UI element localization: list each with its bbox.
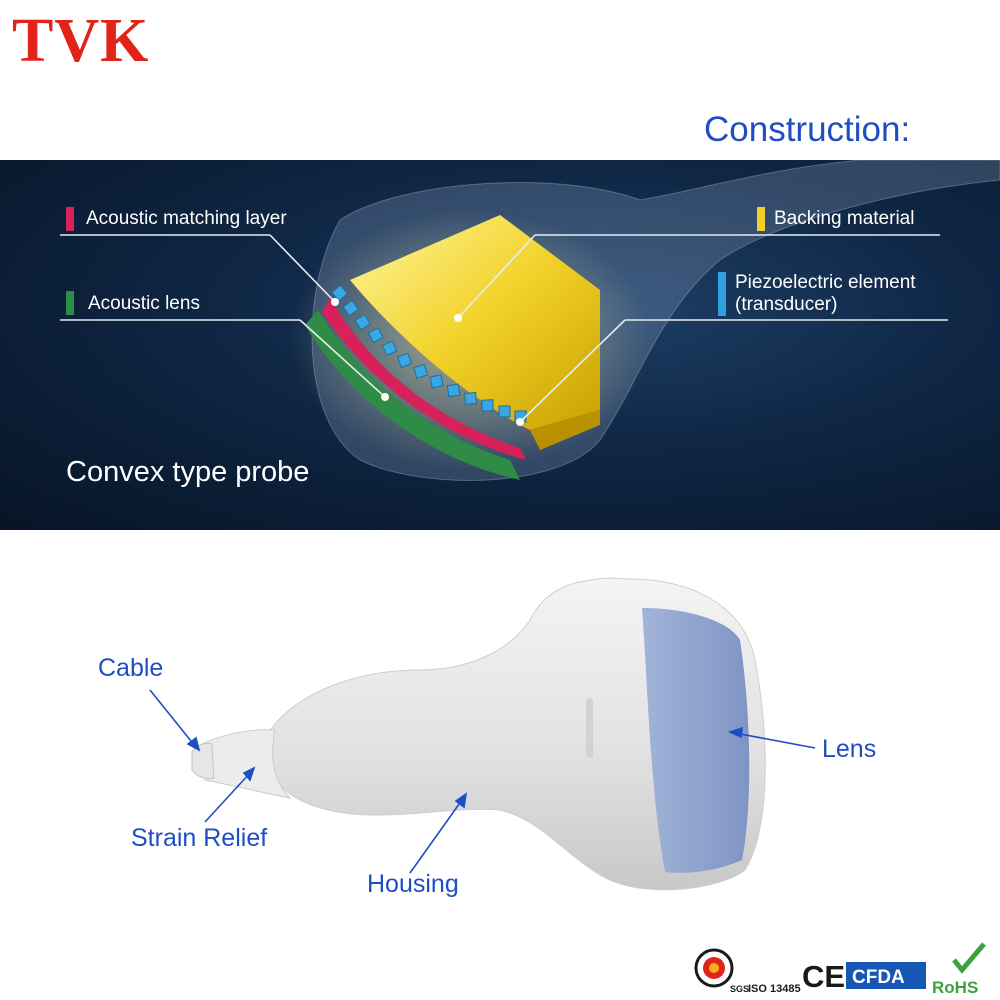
acoustic-lens-band xyxy=(305,310,520,480)
probe-photo-illustration xyxy=(149,577,816,891)
probe-cutaway-illustration xyxy=(60,160,1000,481)
probe-type-caption: Convex type probe xyxy=(66,456,310,488)
callout-strain-relief: Strain Relief xyxy=(131,824,268,852)
matching-layer-swatch xyxy=(66,207,74,231)
brand-logo: TVK xyxy=(12,7,150,75)
piezo-swatch xyxy=(718,272,726,316)
label-acoustic-lens: Acoustic lens xyxy=(88,293,200,314)
construction-heading: Construction: xyxy=(704,110,911,149)
probe-photo-panel: Cable Strain Relief Housing Lens xyxy=(0,530,1000,1000)
lens-face xyxy=(642,608,750,873)
matching-layer-band xyxy=(322,298,526,460)
label-transducer: (transducer) xyxy=(735,294,838,315)
certification-logos: SGS ISO 13485 CE CFDA RoHS xyxy=(692,940,992,1000)
callout-lens: Lens xyxy=(822,735,877,763)
cfda-mark: CFDA xyxy=(852,967,905,988)
rohs-mark: RoHS xyxy=(932,978,978,997)
sgs-mark: SGS xyxy=(730,984,749,994)
probe-construction-diagram: Acoustic matching layer Acoustic lens Ba… xyxy=(0,160,1000,530)
iso-mark: ISO 13485 xyxy=(748,983,801,995)
backing-material-block xyxy=(350,215,600,430)
backing-material-swatch xyxy=(757,207,765,231)
callout-cable: Cable xyxy=(98,654,164,682)
strain-relief-shape xyxy=(199,729,292,799)
label-acoustic-matching-layer: Acoustic matching layer xyxy=(86,208,287,229)
callout-housing: Housing xyxy=(367,870,459,898)
acoustic-lens-swatch xyxy=(66,291,74,315)
label-piezoelectric-element: Piezoelectric element xyxy=(735,272,916,293)
certification-badges: SGS ISO 13485 CE CFDA RoHS xyxy=(694,942,986,997)
label-backing-material: Backing material xyxy=(774,208,915,229)
probe-housing xyxy=(265,577,766,891)
ce-mark: CE xyxy=(802,959,845,994)
leader-lines xyxy=(60,234,948,423)
piezo-element-array xyxy=(331,284,527,423)
